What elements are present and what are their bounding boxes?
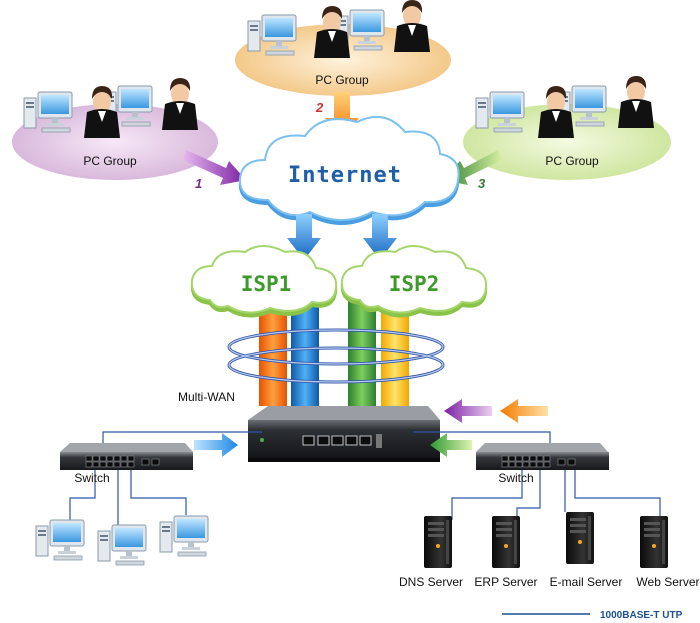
internet-cloud xyxy=(238,115,460,221)
email-server-label: E-mail Server xyxy=(550,575,623,589)
computer-icon xyxy=(159,515,209,557)
multiwan-label: Multi-WAN xyxy=(178,390,235,404)
arrow-purple-into-router xyxy=(444,399,492,423)
legend-label: 1000BASE-T UTP xyxy=(600,610,683,621)
pc-group-3: PC Group xyxy=(463,76,671,180)
server-icon xyxy=(640,516,668,568)
right-switch xyxy=(476,443,609,470)
arrow-internet-to-isp2 xyxy=(363,214,397,260)
pc-group-1-label: PC Group xyxy=(83,154,137,168)
left-switch-label: Switch xyxy=(74,471,109,485)
route-number-2: 2 xyxy=(315,100,324,115)
pc-group-2: PC Group xyxy=(235,0,451,96)
user-icon xyxy=(162,78,198,130)
email-server xyxy=(566,512,594,564)
arrow-green-into-router xyxy=(430,433,472,457)
isp2-cloud xyxy=(340,245,488,314)
route-number-3: 3 xyxy=(478,176,486,191)
erp-server-label: ERP Server xyxy=(474,575,537,589)
internet-label: Internet xyxy=(288,163,402,188)
user-icon xyxy=(394,0,430,52)
arrow-group-1-to-internet xyxy=(183,150,246,185)
multiwan-router xyxy=(248,406,440,462)
computer-icon xyxy=(35,519,85,561)
dns-server xyxy=(424,516,452,568)
server-icon xyxy=(492,516,520,568)
isp1-cloud xyxy=(190,245,338,314)
lan-pcs xyxy=(35,515,209,566)
pc-group-2-label: PC Group xyxy=(315,73,369,87)
legend: 1000BASE-T UTP xyxy=(502,610,683,621)
isp2-label: ISP2 xyxy=(389,272,440,296)
user-icon xyxy=(618,76,654,128)
right-switch-label: Switch xyxy=(498,471,533,485)
arrow-left-switch-to-router xyxy=(194,433,238,457)
computer-icon xyxy=(97,524,147,566)
server-icon xyxy=(424,516,452,568)
left-switch xyxy=(60,443,193,470)
erp-server xyxy=(492,516,520,568)
pc-group-3-label: PC Group xyxy=(545,154,599,168)
arrow-orange-into-router xyxy=(500,399,548,423)
route-number-1: 1 xyxy=(195,176,202,191)
server-icon xyxy=(566,512,594,564)
arrow-internet-to-isp1 xyxy=(287,214,321,260)
utp-cables xyxy=(69,431,661,525)
pc-group-1: PC Group xyxy=(12,78,218,180)
user-icon xyxy=(314,6,350,58)
isp1-label: ISP1 xyxy=(241,272,292,296)
dns-server-label: DNS Server xyxy=(399,575,463,589)
web-server-label: Web Server xyxy=(636,575,699,589)
web-server xyxy=(640,516,668,568)
